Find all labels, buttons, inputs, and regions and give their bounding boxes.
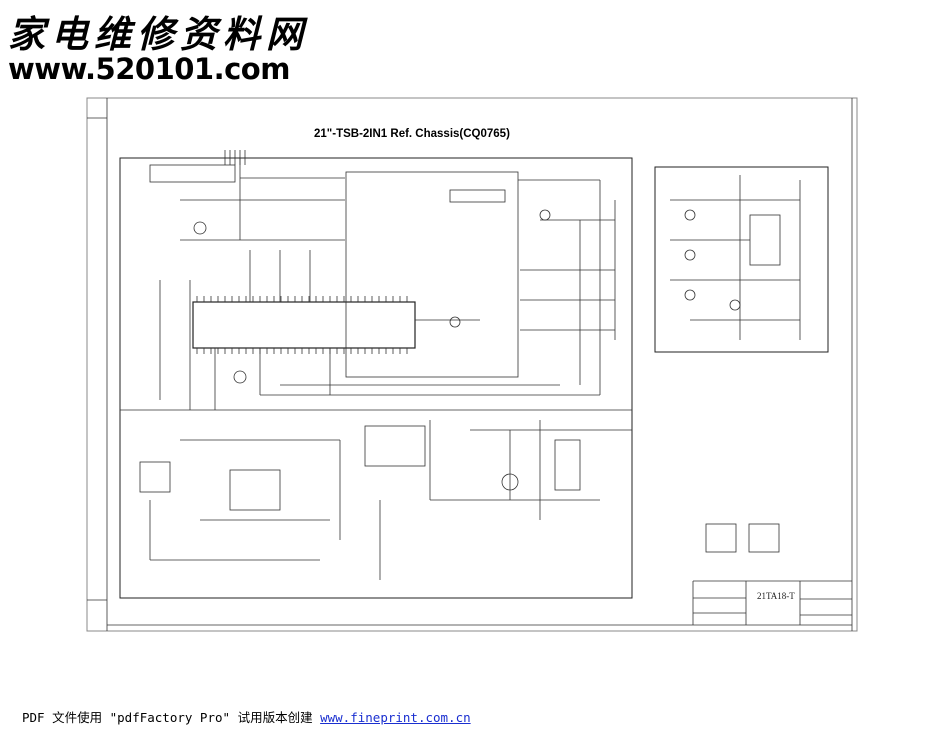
component-block: [364, 425, 426, 467]
transistor: [501, 473, 519, 491]
component-block: [554, 439, 581, 491]
wiring: [87, 98, 853, 631]
site-logo-chinese: 家电维修资料网: [8, 12, 309, 56]
transistor: [729, 299, 741, 311]
transistor: [449, 316, 461, 328]
transistor: [684, 249, 696, 261]
schematic-title: 21"-TSB-2IN1 Ref. Chassis(CQ0765): [314, 128, 510, 140]
footer-link[interactable]: www.fineprint.com.cn: [320, 710, 471, 725]
component-block: [705, 523, 737, 553]
drawing-frame: [86, 97, 858, 632]
crt-board-outline: [654, 166, 829, 353]
model-number: 21TA18-T: [757, 591, 795, 601]
transistor: [233, 370, 247, 384]
component-block: [449, 189, 506, 203]
component-block: [345, 171, 519, 378]
main-board-outline: [119, 157, 633, 599]
component-block: [749, 214, 781, 266]
footer-text: PDF 文件使用 "pdfFactory Pro" 试用版本创建: [22, 710, 313, 725]
component-block: [748, 523, 780, 553]
component-block: [229, 469, 281, 511]
main-ic: [192, 301, 416, 349]
transistor: [539, 209, 551, 221]
pdf-footer: PDF 文件使用 "pdfFactory Pro" 试用版本创建 www.fin…: [22, 707, 471, 726]
transistor: [193, 221, 207, 235]
transistor: [684, 289, 696, 301]
component-block: [149, 164, 236, 183]
site-logo-url: www.520101.com: [8, 52, 290, 86]
component-block: [139, 461, 171, 493]
transistor: [684, 209, 696, 221]
